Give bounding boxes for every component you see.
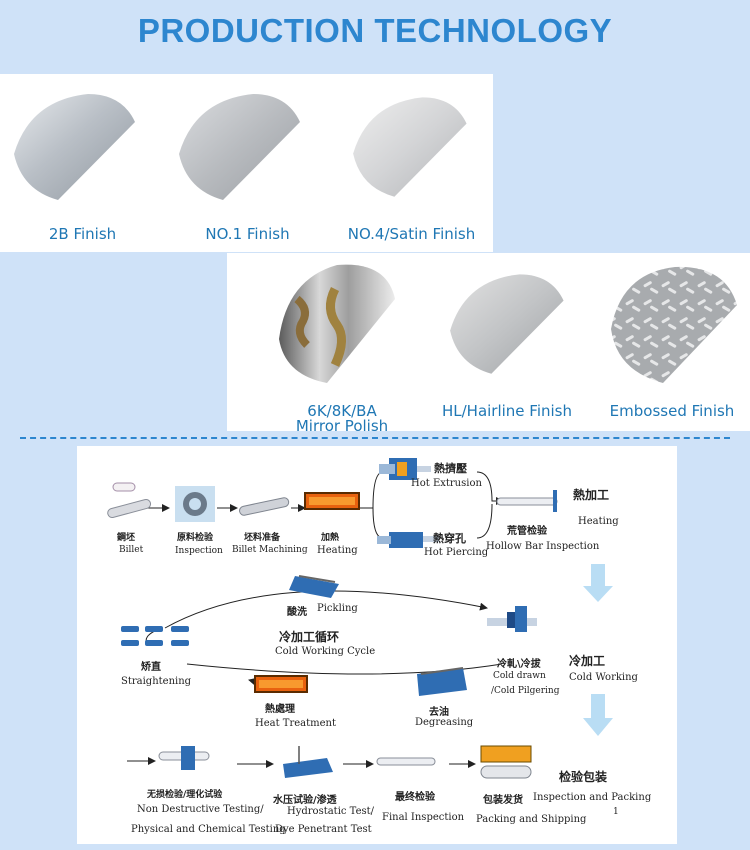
inspection-packing-en: Inspection and Packing (533, 792, 652, 803)
finish-mirror: 6K/8K/BA Mirror Polish (257, 253, 427, 435)
cold-working-zh: 冷加工 (569, 654, 606, 668)
finish-2b-image (14, 94, 135, 200)
heating-en: Heating (317, 545, 358, 556)
cold-drawn-zh: 冷軋\冷拔 (497, 659, 541, 670)
packing-zh: 包装发货 (483, 795, 523, 806)
finish-mirror-label-line2: Mirror Polish (295, 417, 389, 435)
hydro-en2: Dye Penetrant Test (275, 824, 372, 835)
finish-mirror-label-line1: 6K/8K/BA (307, 402, 377, 420)
finish-hairline-label: HL/Hairline Finish (441, 402, 573, 420)
finish-2b-label: 2B Finish (48, 225, 117, 243)
hot-working-en: Heating (578, 516, 619, 527)
process-flow-diagram: 鋼坯 Billet 原料检验 Inspection 坯料准备 Billet Ma… (77, 446, 677, 844)
billet-machining-zh: 坯料准备 (244, 533, 281, 543)
straightening-zh: 矫直 (141, 662, 161, 673)
finish-2b: 2B Finish (0, 74, 165, 252)
hot-piercing-zh: 熱穿孔 (433, 532, 466, 545)
hot-piercing-en: Hot Piercing (424, 547, 489, 558)
ndt-en2: Physical and Chemical Testing (131, 824, 286, 835)
cold-drawn-en2: /Cold Pilgering (491, 686, 560, 696)
finish-panel-top: 2B Finish NO.1 Finish NO.4/Satin Finish (0, 74, 493, 252)
finish-no4-label: NO.4/Satin Finish (347, 225, 476, 243)
page-title: PRODUCTION TECHNOLOGY (137, 12, 613, 49)
final-en: Final Inspection (382, 812, 465, 823)
finish-embossed: Embossed Finish (597, 253, 747, 431)
hydro-zh: 水压试验/渗透 (273, 795, 337, 806)
finish-hairline: HL/Hairline Finish (427, 253, 587, 431)
hollow-bar-en: Hollow Bar Inspection (486, 541, 600, 552)
inspection-packing-zh: 检验包装 (559, 770, 608, 784)
degreasing-en: Degreasing (415, 717, 474, 728)
hydro-en1: Hydrostatic Test/ (287, 806, 375, 817)
finish-mirror-image (279, 264, 395, 383)
finish-no4: NO.4/Satin Finish (330, 74, 493, 252)
degreasing-zh: 去油 (429, 707, 449, 718)
ndt-en1: Non Destructive Testing/ (137, 804, 264, 815)
straightening-en: Straightening (121, 676, 192, 687)
cold-working-en: Cold Working (569, 672, 638, 683)
hot-extrusion-en: Hot Extrusion (411, 478, 482, 489)
finish-no4-image (353, 97, 467, 197)
inspection-packing-note: 1 (613, 807, 619, 817)
final-zh: 最终检验 (395, 792, 435, 803)
ndt-zh: 无损检验/理化试验 (147, 790, 223, 800)
inspection-zh: 原料检验 (177, 533, 214, 543)
finish-embossed-label: Embossed Finish (609, 402, 735, 420)
inspection-en: Inspection (175, 546, 223, 556)
cold-cycle-zh: 冷加工循环 (279, 630, 340, 644)
finish-no1-label: NO.1 Finish (205, 225, 290, 243)
cold-cycle-en: Cold Working Cycle (275, 646, 376, 657)
heating-zh: 加熱 (321, 533, 340, 543)
hot-working-zh: 熱加工 (573, 488, 610, 502)
heat-treatment-en: Heat Treatment (255, 718, 337, 729)
hollow-bar-zh: 荒管检验 (507, 526, 547, 537)
finish-panel-bottom: 6K/8K/BA Mirror Polish HL/Hairline Finis… (227, 253, 750, 435)
pickling-zh: 酸洗 (287, 607, 307, 618)
billet-zh: 鋼坯 (117, 533, 136, 543)
cold-drawn-en1: Cold drawn (493, 671, 546, 681)
finish-no1: NO.1 Finish (165, 74, 330, 252)
billet-en: Billet (119, 545, 144, 555)
billet-machining-en: Billet Machining (232, 545, 308, 555)
finish-embossed-image (611, 266, 737, 383)
packing-en: Packing and Shipping (476, 814, 587, 825)
section-divider (20, 437, 730, 439)
finish-no1-image (179, 94, 300, 200)
hot-extrusion-zh: 熱擠壓 (434, 462, 467, 475)
flow-graphics (107, 458, 613, 779)
finish-hairline-image (450, 274, 564, 374)
pickling-en: Pickling (317, 603, 358, 614)
heat-treatment-zh: 熱處理 (265, 704, 295, 715)
